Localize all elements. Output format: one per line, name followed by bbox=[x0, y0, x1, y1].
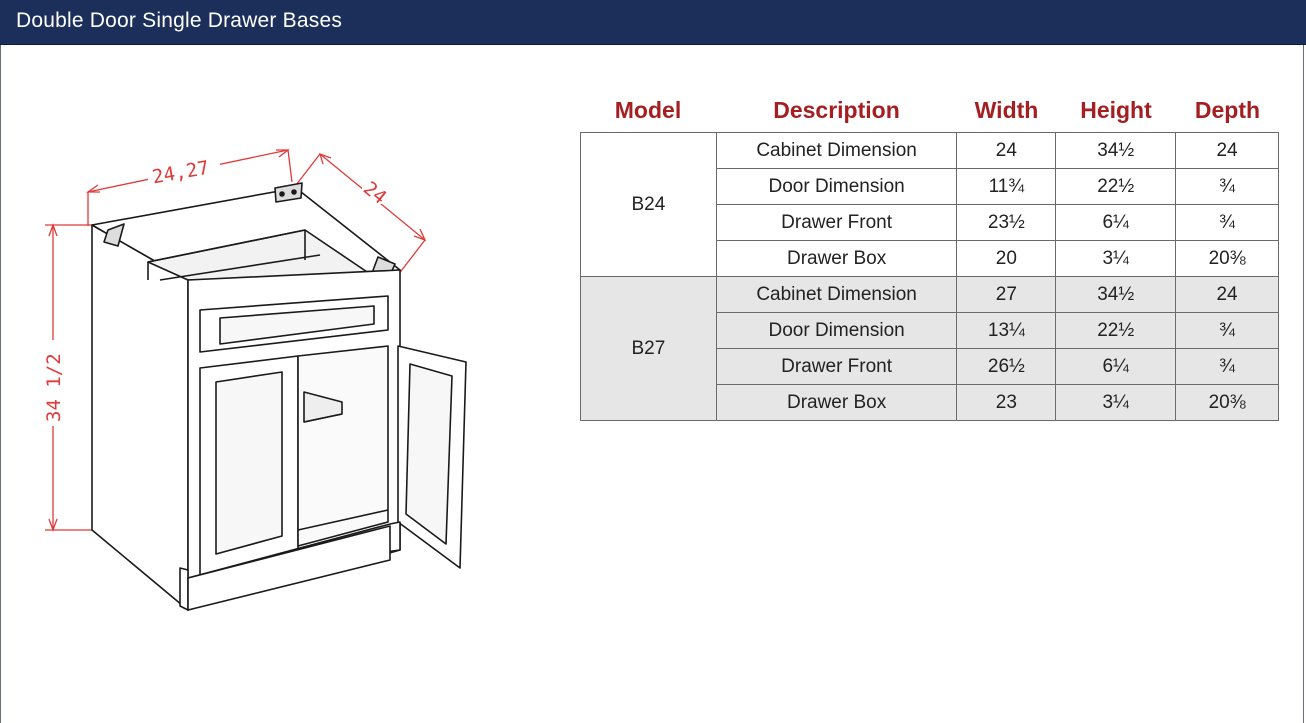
dimensions-table: B24 Cabinet Dimension 24 34½ 24 Door Dim… bbox=[580, 132, 1279, 421]
description-cell: Door Dimension bbox=[715, 168, 958, 205]
height-cell: 22½ bbox=[1055, 312, 1177, 349]
height-cell: 3¼ bbox=[1055, 240, 1177, 277]
depth-cell: 20⅜ bbox=[1175, 384, 1279, 421]
height-dimension-label: 34 1/2 bbox=[43, 353, 65, 422]
depth-cell: 24 bbox=[1175, 276, 1279, 313]
depth-cell: ¾ bbox=[1175, 312, 1279, 349]
depth-cell: ¾ bbox=[1175, 348, 1279, 385]
depth-dimension-label: 24 bbox=[359, 177, 391, 209]
description-cell: Door Dimension bbox=[715, 312, 958, 349]
cabinet-drawing: 24,27 24 34 1/2 bbox=[43, 149, 467, 611]
model-cell: B24 bbox=[580, 132, 717, 277]
height-cell: 34½ bbox=[1055, 132, 1177, 169]
column-header-height: Height bbox=[1080, 97, 1152, 123]
depth-cell: 24 bbox=[1175, 132, 1279, 169]
column-header-depth: Depth bbox=[1194, 97, 1261, 123]
column-header-width: Width bbox=[974, 97, 1039, 123]
width-cell: 24 bbox=[956, 132, 1057, 169]
description-cell: Drawer Front bbox=[715, 348, 958, 385]
depth-cell: ¾ bbox=[1175, 168, 1279, 205]
height-cell: 6¼ bbox=[1055, 204, 1177, 241]
page-title: Double Door Single Drawer Bases bbox=[16, 9, 343, 32]
column-header-model: Model bbox=[614, 97, 682, 123]
width-cell: 26½ bbox=[956, 348, 1057, 385]
cabinet-outline bbox=[91, 182, 467, 611]
width-cell: 13¼ bbox=[956, 312, 1057, 349]
table-row: B24 Cabinet Dimension 24 34½ 24 bbox=[580, 132, 1279, 277]
depth-cell: 20⅜ bbox=[1175, 240, 1279, 277]
height-cell: 6¼ bbox=[1055, 348, 1177, 385]
description-cell: Drawer Box bbox=[715, 384, 958, 421]
column-header-description: Description bbox=[773, 97, 900, 123]
description-cell: Drawer Front bbox=[715, 204, 958, 241]
height-cell: 34½ bbox=[1055, 276, 1177, 313]
width-cell: 11¾ bbox=[956, 168, 1057, 205]
width-cell: 23½ bbox=[956, 204, 1057, 241]
table-row: Drawer Box 23 3¼ 20⅜ bbox=[581, 384, 1279, 421]
title-bar: Double Door Single Drawer Bases bbox=[0, 0, 1306, 45]
table-row: Drawer Front 26½ 6¼ ¾ bbox=[581, 348, 1279, 385]
width-cell: 20 bbox=[956, 240, 1057, 277]
width-cell: 23 bbox=[956, 384, 1057, 421]
table-row: Drawer Front 23½ 6¼ ¾ bbox=[581, 204, 1279, 241]
table-row: Drawer Box 20 3¼ 20⅜ bbox=[581, 240, 1279, 277]
description-cell: Cabinet Dimension bbox=[715, 132, 958, 169]
height-cell: 22½ bbox=[1055, 168, 1177, 205]
model-cell: B27 bbox=[580, 276, 717, 421]
description-cell: Drawer Box bbox=[715, 240, 958, 277]
width-cell: 27 bbox=[956, 276, 1057, 313]
table-row: Door Dimension 13¼ 22½ ¾ bbox=[581, 312, 1279, 349]
table-header: Model Description Width Height Depth bbox=[580, 90, 1280, 130]
table-row: B27 Cabinet Dimension 27 34½ 24 bbox=[580, 276, 1279, 421]
description-cell: Cabinet Dimension bbox=[715, 276, 958, 313]
table-row: Door Dimension 11¾ 22½ ¾ bbox=[581, 168, 1279, 205]
height-cell: 3¼ bbox=[1055, 384, 1177, 421]
depth-cell: ¾ bbox=[1175, 204, 1279, 241]
